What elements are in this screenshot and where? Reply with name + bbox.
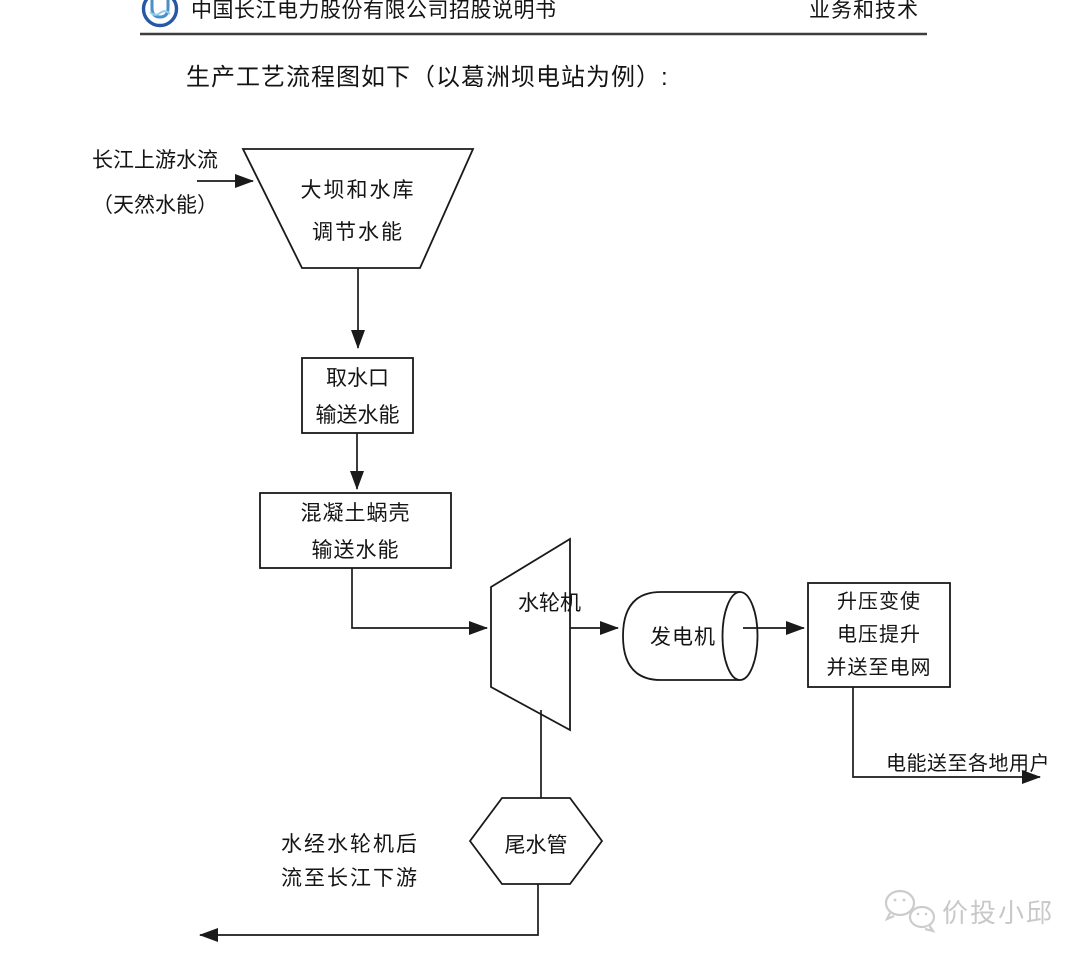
- turbine-shape: [490, 537, 571, 732]
- source-label-line1: 长江上游水流: [92, 149, 218, 172]
- dam-label-line2: 调节水能: [312, 221, 404, 244]
- source-label-line2: （天然水能）: [92, 194, 218, 217]
- dam-reservoir-shape: [241, 148, 475, 269]
- company-logo-icon: [141, 0, 179, 28]
- flow-transformer-to-users-arrow: [852, 687, 1041, 784]
- volute-label-line1: 混凝土蜗壳: [300, 502, 411, 525]
- transformer-label: 升压变使 电压提升 并送至电网: [808, 586, 950, 685]
- watermark-text: 价投小邱: [942, 898, 1055, 928]
- intake-shape: [301, 357, 414, 434]
- flow-volute-to-turbine-arrow: [351, 568, 488, 635]
- source-label: 长江上游水流 （天然水能）: [92, 138, 218, 228]
- transformer-label-line1: 升压变使: [837, 591, 921, 613]
- outflow-label-line2: 流至长江下游: [281, 867, 419, 890]
- turbine-label: 水轮机: [518, 589, 581, 618]
- transformer-label-line2: 电压提升: [837, 624, 921, 646]
- volute-shape: [259, 492, 452, 569]
- draft-tube-label: 尾水管: [504, 834, 568, 857]
- grid-users-label: 电能送至各地用户: [886, 753, 1050, 775]
- flow-drafttube-to-downstream-arrow: [199, 884, 539, 942]
- outflow-label: 水经水轮机后 流至长江下游: [281, 828, 419, 896]
- section-title: 业务和技术: [809, 0, 919, 22]
- generator-shape: [622, 591, 759, 681]
- intake-label-line1: 取水口: [326, 367, 389, 390]
- intro-text: 生产工艺流程图如下（以葛洲坝电站为例）:: [186, 64, 669, 91]
- transformer-label-line3: 并送至电网: [826, 657, 932, 679]
- volute-label: 混凝土蜗壳 输送水能: [260, 495, 451, 569]
- intake-label: 取水口 输送水能: [302, 360, 413, 434]
- draft-tube-shape: [468, 797, 604, 885]
- generator-label: 发电机: [650, 626, 716, 649]
- wechat-icon: [884, 889, 936, 933]
- volute-label-line2: 输送水能: [311, 539, 400, 562]
- dam-label-line1: 大坝和水库: [300, 179, 416, 202]
- transformer-shape: [807, 582, 951, 688]
- dam-label: 大坝和水库 调节水能: [258, 170, 458, 254]
- intake-label-line2: 输送水能: [315, 404, 400, 427]
- outflow-label-line1: 水经水轮机后: [281, 833, 419, 856]
- doc-title: 中国长江电力股份有限公司招股说明书: [191, 0, 557, 22]
